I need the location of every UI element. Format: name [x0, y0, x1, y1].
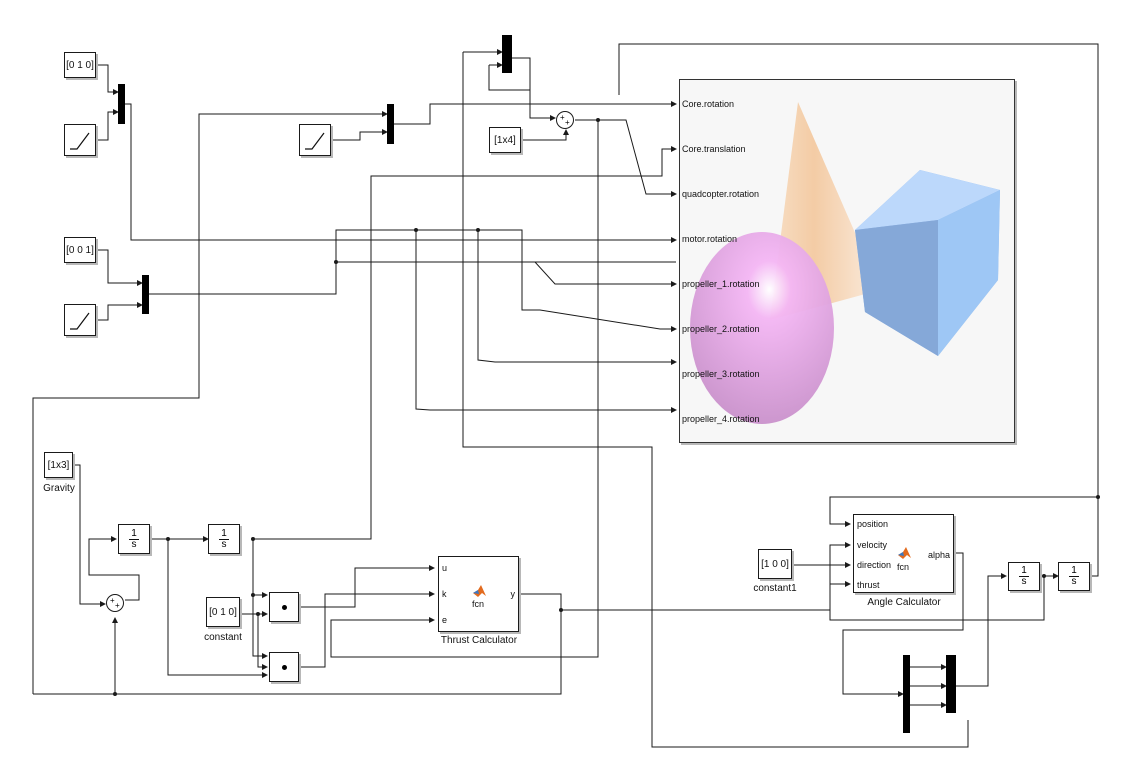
viewer-port-label: propeller_3.rotation [682, 369, 760, 379]
fcn-label: fcn [472, 599, 485, 609]
viewer-port-label: propeller_2.rotation [682, 324, 760, 334]
integrator-denominator: s [221, 538, 227, 550]
sum-sign: + [565, 118, 570, 127]
angle-calculator-caption: Angle Calculator [867, 597, 941, 608]
mux-block-4[interactable] [502, 35, 512, 73]
thrust-calculator-caption: Thrust Calculator [440, 635, 518, 646]
product-block-2[interactable] [269, 652, 299, 682]
integrator-numerator: 1 [219, 527, 229, 540]
integrator-block-3[interactable]: 1 s [1008, 562, 1040, 591]
mux-block-3[interactable] [142, 275, 149, 314]
viewer-port-label: motor.rotation [682, 234, 738, 244]
ramp-icon [305, 132, 325, 150]
constant-block-010-bottom[interactable]: [0 1 0] [206, 597, 240, 627]
viewer-port-label: propeller_4.rotation [682, 414, 760, 424]
integrator-block-4[interactable]: 1 s [1058, 562, 1090, 591]
constant-block-1x4[interactable]: [1x4] [489, 127, 521, 153]
constant-block-100[interactable]: [1 0 0] [758, 549, 792, 579]
product-dot-icon [281, 664, 287, 670]
constant-block-010-top[interactable]: [0 1 0] [64, 52, 96, 78]
port-label: direction [857, 560, 892, 570]
integrator-numerator: 1 [1069, 565, 1079, 577]
mux-block-bottom-right[interactable] [946, 655, 956, 713]
port-label: position [857, 519, 889, 529]
sum-sign: + [110, 596, 115, 605]
gravity-caption: Gravity [43, 483, 75, 494]
matlab-function-icon [473, 585, 486, 597]
sum-block-bottom[interactable]: + + [106, 594, 124, 612]
product-dot-icon [281, 604, 287, 610]
fcn-label: fcn [897, 562, 910, 572]
vr-scene-icon [690, 102, 1000, 424]
thrust-calculator-block[interactable]: u k e y fcn [438, 556, 519, 632]
ramp-block-3[interactable] [64, 304, 96, 336]
ramp-icon [70, 312, 90, 330]
sum-sign: + [115, 601, 120, 610]
port-label: k [442, 589, 447, 599]
constant-value: [0 0 1] [66, 244, 94, 256]
angle-calculator-block[interactable]: position velocity direction thrust alpha… [853, 514, 954, 593]
port-label: velocity [857, 540, 888, 550]
integrator-numerator: 1 [1019, 565, 1029, 577]
integrator-numerator: 1 [129, 527, 139, 540]
constant-value: [0 1 0] [66, 59, 94, 71]
viewer-port-label: quadcopter.rotation [682, 189, 760, 199]
constant-value: [1 0 0] [761, 558, 789, 570]
viewer-port-label: propeller_1.rotation [682, 279, 760, 289]
sum-sign: + [560, 113, 565, 122]
integrator-block-2[interactable]: 1 s [208, 524, 240, 554]
port-label: e [442, 615, 448, 625]
integrator-denominator: s [1071, 576, 1077, 587]
port-label: y [510, 589, 516, 599]
gravity-block[interactable]: [1x3] [44, 452, 73, 478]
port-label: u [442, 563, 448, 573]
port-label: thrust [857, 580, 880, 590]
mux-block-bottom-left[interactable] [903, 655, 910, 733]
sum-block-top[interactable]: + + [556, 111, 574, 129]
vr-sink-block[interactable]: Core.rotation Core.translation quadcopte… [679, 79, 1015, 443]
mux-block-1[interactable] [118, 84, 125, 124]
constant-block-001[interactable]: [0 0 1] [64, 237, 96, 263]
product-block-1[interactable] [269, 592, 299, 622]
viewer-port-label: Core.translation [682, 144, 746, 154]
viewer-port-label: Core.rotation [682, 99, 735, 109]
constant-value: [0 1 0] [209, 606, 237, 618]
matlab-function-icon [898, 547, 911, 559]
constant-caption: constant [204, 632, 242, 643]
integrator-denominator: s [131, 538, 137, 550]
ramp-block-2[interactable] [299, 124, 331, 156]
port-label: alpha [927, 550, 950, 560]
mux-block-2[interactable] [387, 104, 394, 144]
ramp-block-1[interactable] [64, 124, 96, 156]
integrator-denominator: s [1021, 576, 1027, 587]
ramp-icon [70, 132, 90, 150]
integrator-block-1[interactable]: 1 s [118, 524, 150, 554]
constant-value: [1x3] [47, 459, 70, 471]
constant-value: [1x4] [494, 134, 516, 146]
constant1-caption: constant1 [753, 583, 797, 594]
